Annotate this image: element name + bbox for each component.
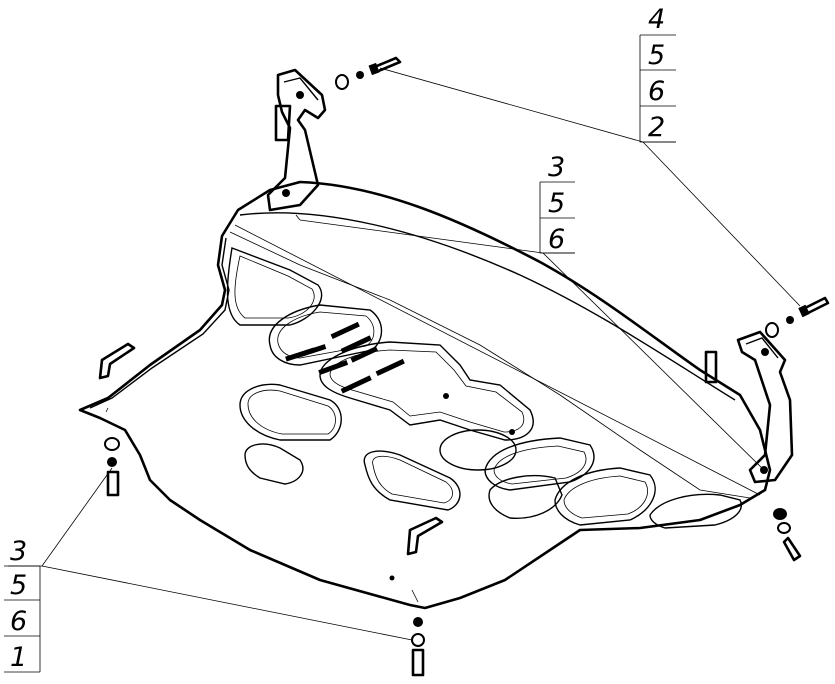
front-tabs [98,342,444,603]
bolt-bottom [411,617,425,677]
callout-label: 2 [648,112,665,143]
right-bracket [704,330,794,484]
bolt-top-right [765,296,830,338]
callout-label: 3 [548,152,565,183]
callout-label: 5 [548,188,565,219]
bolt-top-left [335,56,402,90]
callout-label: 5 [10,570,27,601]
callout-label: 6 [548,224,565,255]
left-bracket [266,68,327,221]
bolt-left [104,437,120,497]
callout-label: 3 [10,536,27,567]
callout-label: 6 [648,76,665,107]
fasteners [104,56,830,677]
callout-bottom-left: 3 5 6 1 [4,536,41,673]
bolt-right-lower [773,508,802,562]
callout-center: 3 5 6 [539,152,575,255]
callout-label: 5 [648,40,665,71]
callout-label: 6 [10,606,27,637]
callout-label: 4 [648,4,665,35]
louvers [285,321,405,394]
callout-label: 1 [10,642,27,673]
skid-plate [78,180,772,610]
callout-top-right: 4 5 6 2 [639,4,676,143]
embossed-slots [226,247,742,581]
